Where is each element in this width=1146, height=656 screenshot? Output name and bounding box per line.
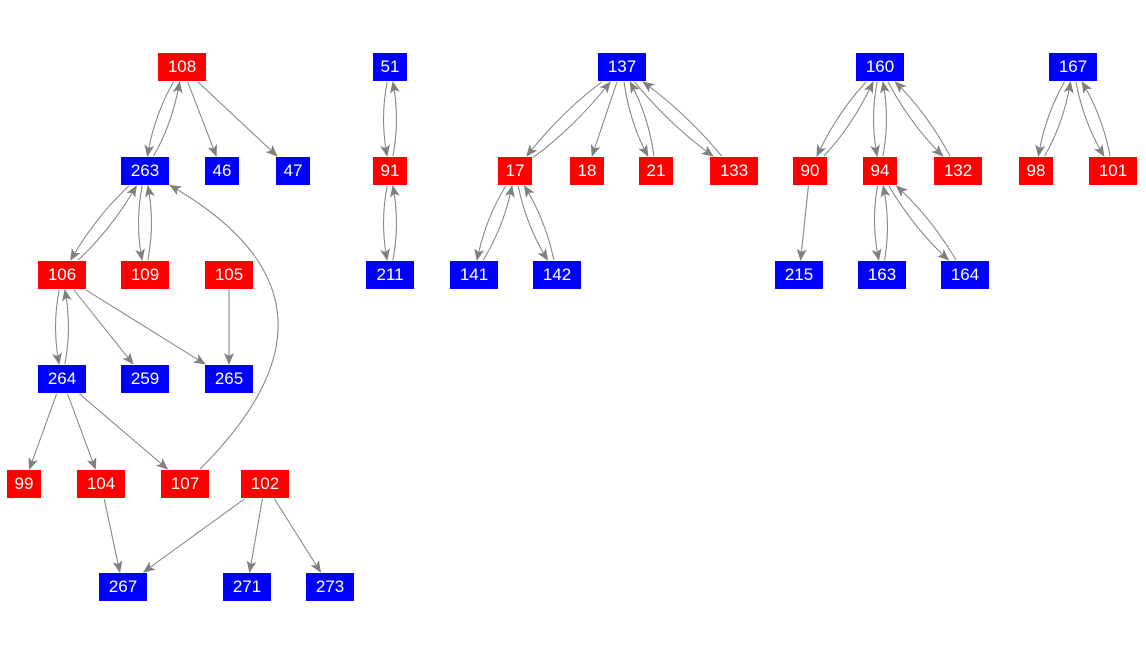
- node-259[interactable]: 259: [121, 365, 169, 393]
- edge-90-to-215: [796, 185, 809, 261]
- node-51[interactable]: 51: [373, 53, 407, 81]
- edge-94-to-164: [888, 185, 950, 261]
- edge-142-to-17: [523, 185, 555, 261]
- edge-91-to-211: [380, 185, 390, 261]
- edge-17-to-137: [532, 81, 611, 159]
- edge-164-to-94: [895, 185, 957, 261]
- node-142[interactable]: 142: [533, 261, 581, 289]
- edge-51-to-91: [380, 81, 390, 157]
- node-102[interactable]: 102: [241, 470, 289, 498]
- node-106[interactable]: 106: [38, 261, 86, 289]
- edge-167-to-101: [1075, 81, 1105, 157]
- edge-91-to-51: [390, 81, 400, 157]
- node-99[interactable]: 99: [7, 470, 41, 498]
- node-17[interactable]: 17: [498, 157, 532, 185]
- node-264[interactable]: 264: [38, 365, 86, 393]
- edge-132-to-160: [894, 81, 951, 157]
- edge-263-to-108: [153, 81, 183, 157]
- node-265[interactable]: 265: [205, 365, 253, 393]
- edge-107-to-263: [169, 184, 279, 470]
- edge-167-to-98: [1035, 81, 1065, 157]
- edge-108-to-47: [197, 81, 278, 157]
- edge-137-to-18: [590, 81, 618, 157]
- node-263[interactable]: 263: [121, 157, 169, 185]
- edge-21-to-137: [629, 81, 655, 157]
- node-108[interactable]: 108: [158, 53, 206, 81]
- edge-211-to-91: [390, 185, 400, 261]
- edge-264-to-104: [67, 393, 97, 470]
- node-18[interactable]: 18: [570, 157, 604, 185]
- edge-102-to-271: [246, 498, 263, 573]
- node-273[interactable]: 273: [306, 573, 354, 601]
- node-167[interactable]: 167: [1049, 53, 1097, 81]
- edge-264-to-107: [79, 393, 169, 470]
- node-94[interactable]: 94: [863, 157, 897, 185]
- edge-133-to-137: [642, 81, 722, 157]
- edge-264-to-106: [62, 289, 72, 365]
- node-91[interactable]: 91: [373, 157, 407, 185]
- edge-163-to-94: [880, 185, 891, 261]
- edge-102-to-267: [142, 498, 245, 573]
- edge-109-to-263: [145, 185, 155, 261]
- edge-108-to-263: [144, 81, 174, 157]
- node-133[interactable]: 133: [710, 157, 758, 185]
- edge-17-to-141: [474, 185, 507, 261]
- node-163[interactable]: 163: [858, 261, 906, 289]
- node-21[interactable]: 21: [639, 157, 673, 185]
- edge-94-to-163: [871, 185, 882, 261]
- edge-102-to-273: [274, 498, 322, 573]
- edge-94-to-160: [880, 81, 890, 157]
- node-109[interactable]: 109: [121, 261, 169, 289]
- node-104[interactable]: 104: [77, 470, 125, 498]
- edge-98-to-167: [1044, 81, 1074, 157]
- node-90[interactable]: 90: [793, 157, 827, 185]
- edge-90-to-160: [823, 81, 874, 157]
- edge-141-to-17: [482, 185, 515, 261]
- node-160[interactable]: 160: [856, 53, 904, 81]
- node-137[interactable]: 137: [598, 53, 646, 81]
- edge-264-to-99: [28, 393, 58, 470]
- node-164[interactable]: 164: [941, 261, 989, 289]
- node-132[interactable]: 132: [934, 157, 982, 185]
- edge-106-to-265: [85, 289, 206, 365]
- node-215[interactable]: 215: [775, 261, 823, 289]
- edge-137-to-21: [623, 81, 649, 157]
- edge-160-to-132: [887, 81, 944, 157]
- edge-160-to-90: [816, 81, 867, 157]
- edge-160-to-94: [870, 81, 880, 157]
- node-47[interactable]: 47: [276, 157, 310, 185]
- node-105[interactable]: 105: [205, 261, 253, 289]
- node-271[interactable]: 271: [223, 573, 271, 601]
- node-46[interactable]: 46: [205, 157, 239, 185]
- edge-108-to-46: [187, 81, 217, 157]
- edge-17-to-142: [517, 185, 549, 261]
- edge-101-to-167: [1081, 81, 1111, 157]
- node-141[interactable]: 141: [450, 261, 498, 289]
- edge-106-to-259: [73, 289, 134, 365]
- node-211[interactable]: 211: [366, 261, 414, 289]
- node-107[interactable]: 107: [161, 470, 209, 498]
- edge-106-to-264: [52, 289, 62, 365]
- node-98[interactable]: 98: [1019, 157, 1053, 185]
- node-101[interactable]: 101: [1089, 157, 1137, 185]
- edge-104-to-267: [103, 498, 123, 573]
- edge-263-to-109: [135, 185, 145, 261]
- edge-263-to-106: [70, 185, 130, 261]
- edge-106-to-263: [77, 185, 137, 261]
- node-267[interactable]: 267: [99, 573, 147, 601]
- edge-137-to-17: [526, 81, 603, 157]
